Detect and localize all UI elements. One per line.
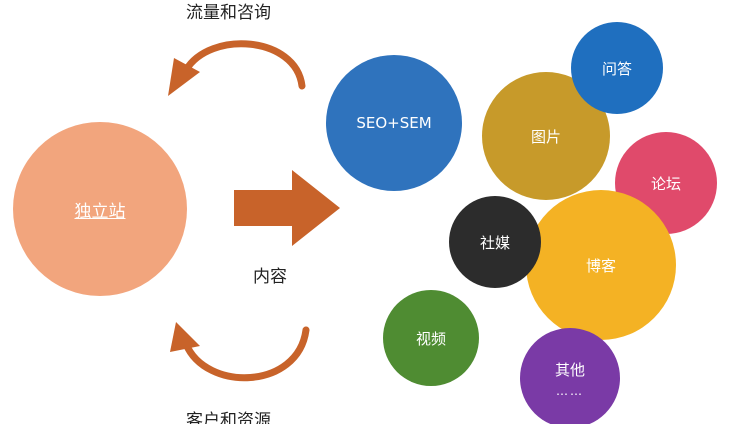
node-social-label: 社媒 (479, 233, 510, 252)
node-seo-sem-label: SEO+SEM (356, 114, 432, 132)
top-curved-arrow-icon (168, 40, 306, 96)
node-other-ellipsis: …… (556, 383, 584, 398)
middle-right-arrow-icon (234, 170, 340, 246)
node-video-label: 视频 (415, 329, 446, 348)
node-images-label: 图片 (530, 127, 561, 146)
node-other: 其他 …… (520, 328, 620, 424)
caption-middle: 内容 (253, 267, 287, 287)
node-seo-sem: SEO+SEM (326, 55, 462, 191)
bottom-curved-arrow-icon (170, 322, 310, 382)
node-blog-label: 博客 (585, 256, 616, 275)
node-qa: 问答 (571, 22, 663, 114)
caption-bottom: 客户和资源 (186, 411, 271, 424)
node-video: 视频 (383, 290, 479, 386)
caption-top: 流量和咨询 (186, 3, 271, 23)
node-independent-site: 独立站 (13, 122, 187, 296)
node-other-label: 其他 (554, 360, 585, 379)
node-independent-site-label: 独立站 (74, 201, 126, 222)
node-social: 社媒 (449, 196, 541, 288)
node-qa-label: 问答 (601, 59, 632, 78)
node-forum-label: 论坛 (650, 174, 681, 193)
node-blog: 博客 (526, 190, 676, 340)
node-forum: 论坛 (615, 132, 717, 234)
